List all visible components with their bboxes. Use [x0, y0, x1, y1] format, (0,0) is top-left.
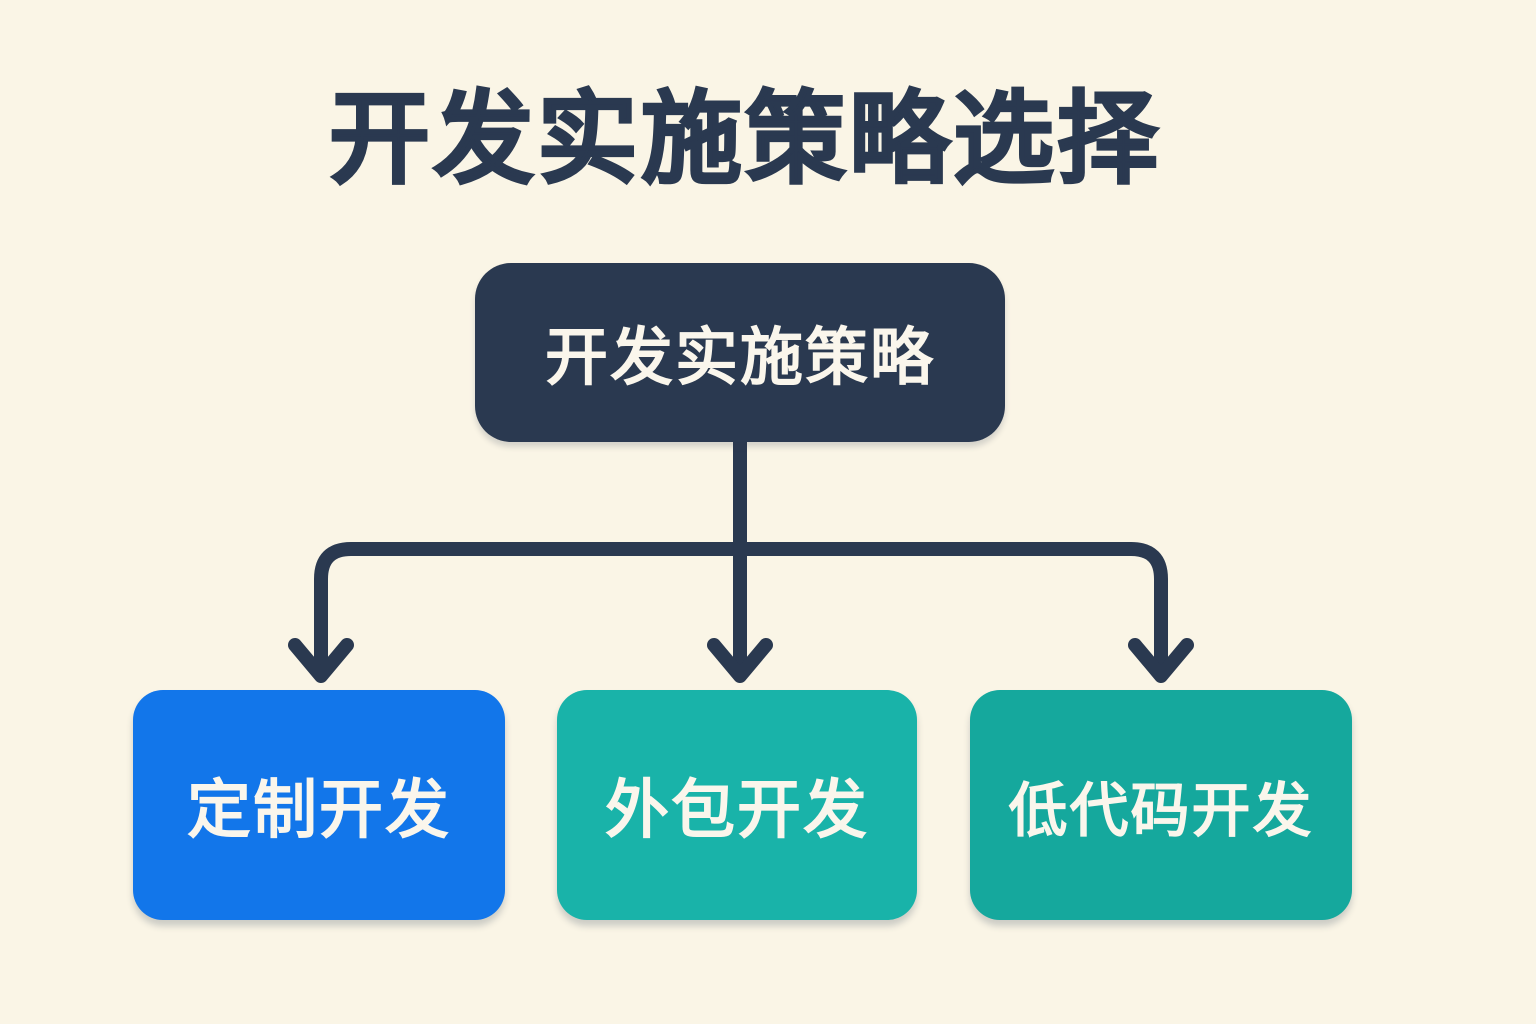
page-title: 开发实施策略选择 [328, 79, 1161, 199]
child-node-label: 定制开发 [187, 774, 451, 848]
root-node-development-strategy: 开发实施策略 [475, 263, 1005, 442]
arrowhead-center [707, 638, 773, 683]
child-node-label: 外包开发 [605, 774, 869, 848]
connector-branch-left [314, 542, 747, 667]
child-node-lowcode-development: 低代码开发 [970, 690, 1352, 920]
child-node-outsourced-development: 外包开发 [557, 690, 917, 920]
child-node-custom-development: 定制开发 [133, 690, 505, 920]
arrowhead-right [1128, 638, 1194, 683]
arrowhead-left [288, 638, 354, 683]
child-node-label: 低代码开发 [1008, 775, 1314, 845]
root-node-label: 开发实施策略 [545, 321, 935, 394]
connector-branch-right [733, 542, 1168, 667]
